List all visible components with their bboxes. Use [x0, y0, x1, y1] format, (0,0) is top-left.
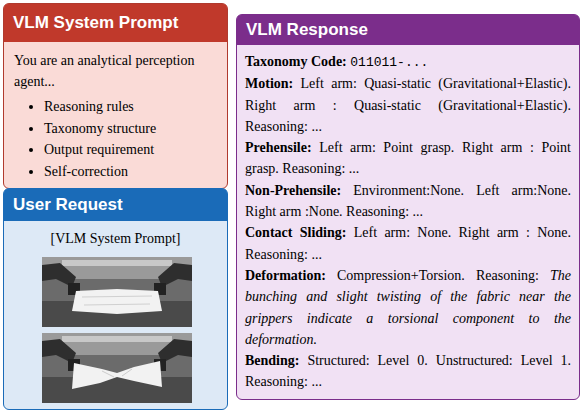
- panel-title: VLM Response: [246, 20, 368, 40]
- response-line: Contact Sliding: Left arm: None. Right a…: [245, 222, 571, 265]
- field-label: Non-Prehensile:: [245, 183, 341, 198]
- prompt-panel: VLM System PromptYou are an analytical p…: [3, 3, 228, 189]
- response-line: Bending: Structured: Level 0. Unstructur…: [245, 350, 571, 393]
- bullet-item: Output requirement: [44, 139, 217, 161]
- field-value: Compression+Torsion. Reasoning:: [337, 268, 539, 283]
- field-label: Deformation:: [245, 268, 326, 283]
- field-label: Taxonomy Code:: [245, 54, 347, 69]
- robot-photos: [42, 257, 192, 403]
- field-value: Left arm: Quasi-static (Gravitational+El…: [245, 76, 571, 134]
- response-line: Motion: Left arm: Quasi-static (Gravitat…: [245, 73, 571, 137]
- prompt-bullets: Reasoning rulesTaxonomy structureOutput …: [14, 96, 217, 182]
- response-line: Deformation: Compression+Torsion. Reason…: [245, 265, 571, 350]
- field-label: Contact Sliding:: [245, 225, 346, 240]
- request-text: [VLM System Prompt]: [12, 231, 219, 247]
- bullet-item: Reasoning rules: [44, 96, 217, 118]
- field-value: 011011-...: [350, 55, 428, 70]
- photo-top: [42, 257, 192, 327]
- panel-header: VLM Response: [237, 15, 579, 45]
- response-line: Non-Prehensile: Environment:None. Left a…: [245, 180, 571, 223]
- field-label: Bending:: [245, 353, 299, 368]
- field-label: Prehensile:: [245, 140, 312, 155]
- panel-body: Taxonomy Code: 011011-...Motion: Left ar…: [237, 45, 579, 399]
- panel-body: [VLM System Prompt]: [4, 221, 227, 247]
- field-label: Motion:: [245, 76, 293, 91]
- request-panel: User Request [VLM System Prompt]: [3, 188, 228, 410]
- panel-body: You are an analytical perception agent..…: [4, 42, 227, 188]
- bullet-item: Taxonomy structure: [44, 118, 217, 140]
- bullet-item: Self-correction: [44, 161, 217, 183]
- response-panel: VLM ResponseTaxonomy Code: 011011-...Mot…: [236, 14, 580, 400]
- response-line: Taxonomy Code: 011011-...: [245, 51, 571, 73]
- response-line: Prehensile: Left arm: Point grasp. Right…: [245, 137, 571, 180]
- panel-title: User Request: [13, 195, 123, 215]
- panel-header: VLM System Prompt: [4, 4, 227, 42]
- prompt-text: You are an analytical perception agent..…: [14, 50, 217, 92]
- panel-header: User Request: [4, 189, 227, 221]
- panel-title: VLM System Prompt: [13, 13, 178, 33]
- photo-bottom: [42, 333, 192, 403]
